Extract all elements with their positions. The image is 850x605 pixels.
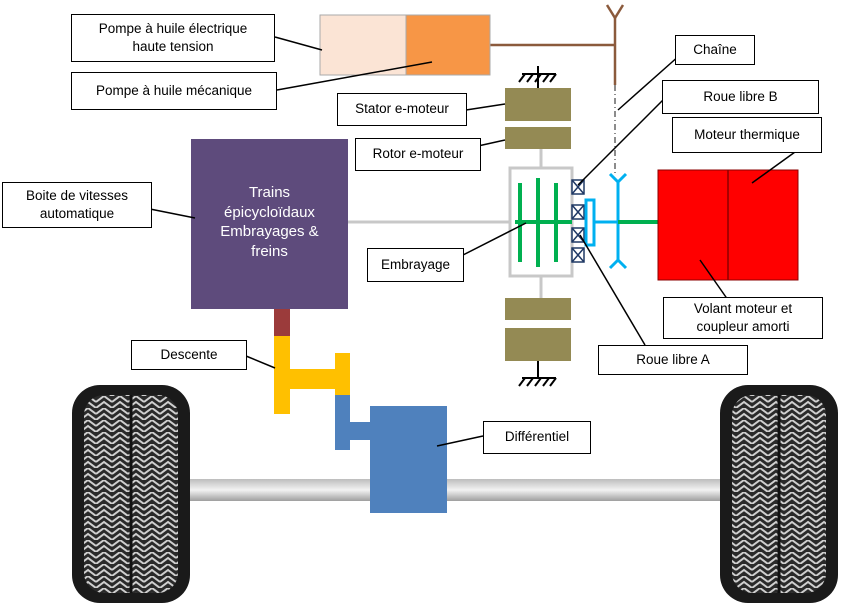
label-mechanical-pump: Pompe à huile mécanique (71, 72, 277, 110)
clutch-plates (515, 178, 572, 267)
label-clutch: Embrayage (367, 248, 464, 282)
differential-shape (335, 395, 447, 513)
pump-drive-link (490, 4, 625, 85)
gearbox-output-hub (274, 309, 290, 336)
label-differential: Différentiel (483, 421, 591, 454)
leader-lines (149, 36, 796, 447)
label-descent: Descente (131, 340, 247, 370)
label-flywheel: Volant moteur et coupleur amorti (663, 297, 823, 339)
rotor-top (505, 127, 571, 149)
rear-axle (175, 479, 735, 501)
label-freewheel-a: Roue libre A (598, 345, 748, 375)
electric-pump-block (319, 14, 407, 76)
label-gearbox: Boite de vitesses automatique (2, 182, 152, 228)
mechanical-pump-block (405, 14, 491, 76)
ground-top-icon (518, 66, 557, 88)
label-chain: Chaîne (675, 35, 755, 65)
ground-bottom-icon (518, 361, 557, 387)
right-wheel (720, 385, 838, 603)
label-rotor: Rotor e-moteur (355, 138, 481, 171)
stator-bottom (505, 328, 571, 361)
gearbox-inner-text: Trains épicycloïdaux Embrayages & freins (220, 184, 319, 260)
label-thermal-engine: Moteur thermique (672, 117, 822, 153)
gearbox-block (191, 139, 348, 309)
descent-shape (274, 336, 350, 414)
label-electric-pump: Pompe à huile électrique haute tension (71, 14, 275, 62)
rotor-bottom (505, 298, 571, 320)
freewheel-icons (571, 179, 585, 263)
label-stator: Stator e-moteur (337, 93, 467, 126)
label-freewheel-b: Roue libre B (662, 80, 819, 114)
stator-top (505, 88, 571, 121)
left-wheel (72, 385, 190, 603)
